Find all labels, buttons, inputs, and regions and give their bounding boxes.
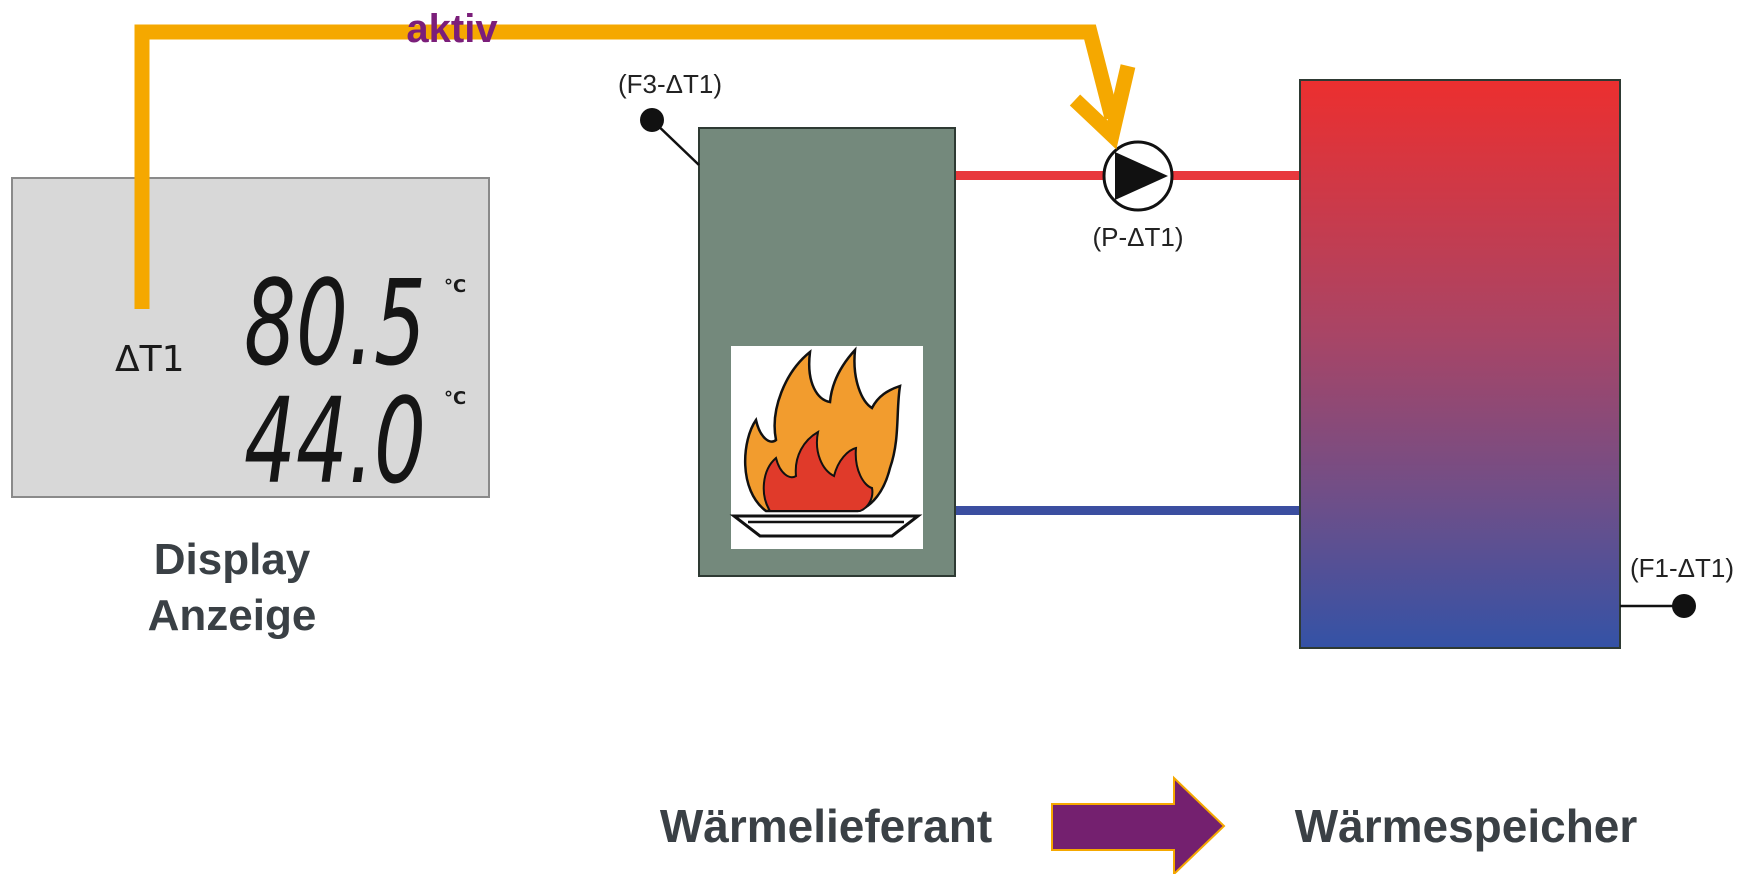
- pump-label: (P-ΔT1): [1092, 222, 1183, 252]
- signal-line: [134, 24, 1136, 309]
- display-unit-top: °C: [444, 276, 466, 297]
- flow-arrow-icon: [1051, 775, 1226, 874]
- display-caption-line1: Display: [154, 535, 311, 584]
- display-value-top: 80.5: [244, 254, 426, 392]
- display-unit-bottom: °C: [444, 388, 466, 409]
- sensor-dot-icon: [640, 108, 664, 132]
- boiler: [698, 127, 956, 577]
- display-value-bottom: 44.0: [244, 372, 426, 510]
- display-caption-line2: Anzeige: [148, 591, 317, 640]
- flow-source-label: Wärmelieferant: [660, 800, 992, 852]
- sensor-dot-icon: [1672, 594, 1696, 618]
- display-channel-label: ΔT1: [115, 339, 185, 380]
- boiler-sensor: (F3-ΔT1): [618, 69, 722, 166]
- active-label: aktiv: [406, 7, 498, 51]
- storage-sensor: (F1-ΔT1): [1620, 553, 1734, 618]
- signal-arrowhead-icon: [1069, 64, 1136, 150]
- return-pipe: [955, 506, 1303, 515]
- boiler-sensor-label: (F3-ΔT1): [618, 69, 722, 99]
- storage-sensor-label: (F1-ΔT1): [1630, 553, 1734, 583]
- flame-icon: [729, 346, 923, 538]
- flow-target-label: Wärmespeicher: [1295, 800, 1638, 852]
- lcd-display: ΔT1 80.5 °C 44.0 °C: [11, 177, 490, 510]
- storage-tank: [1299, 79, 1621, 649]
- pump: (P-ΔT1): [1092, 140, 1184, 252]
